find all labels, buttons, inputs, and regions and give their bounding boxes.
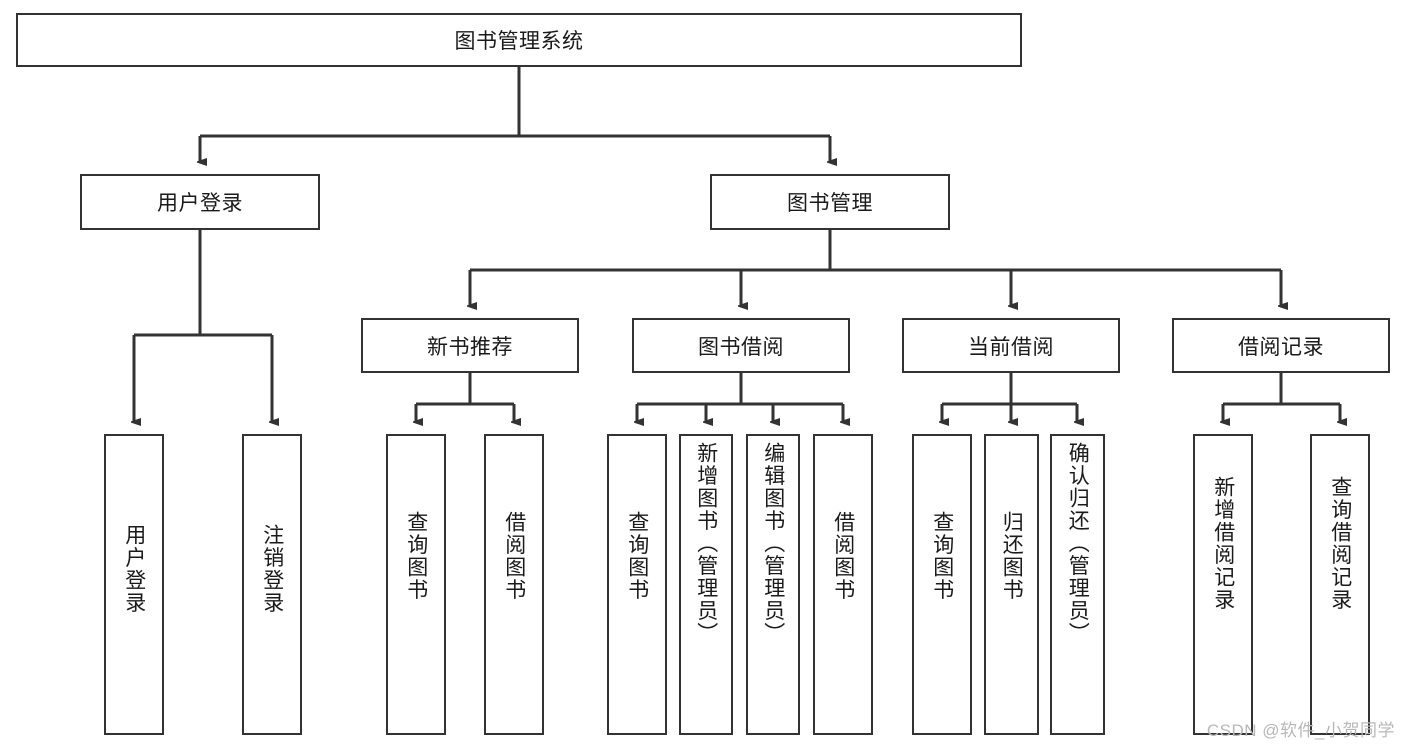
node-leaf-add-borrow-record-label: 新增借阅记录 <box>1211 476 1235 611</box>
node-leaf-edit-book-admin-label: 编辑图书（管理员） <box>761 442 785 645</box>
node-new-book-recommend[interactable]: 新书推荐 <box>361 318 579 373</box>
node-root[interactable]: 图书管理系统 <box>16 13 1022 67</box>
node-leaf-borrow-book[interactable]: 借阅图书 <box>813 434 873 735</box>
node-leaf-query-book-current[interactable]: 查询图书 <box>912 434 972 735</box>
node-book-manage[interactable]: 图书管理 <box>710 174 950 230</box>
node-leaf-add-book-admin-label: 新增图书（管理员） <box>694 442 718 645</box>
node-leaf-return-book-label: 归还图书 <box>1000 511 1024 601</box>
node-borrow-record-label: 借阅记录 <box>1238 335 1324 359</box>
node-leaf-return-book[interactable]: 归还图书 <box>984 434 1039 735</box>
node-root-label: 图书管理系统 <box>454 30 584 53</box>
node-leaf-borrow-book-rec[interactable]: 借阅图书 <box>484 434 544 735</box>
node-leaf-user-logout-label: 注销登录 <box>260 524 284 614</box>
node-leaf-borrow-book-rec-label: 借阅图书 <box>502 511 526 601</box>
node-leaf-query-book-rec-label: 查询图书 <box>404 511 428 601</box>
node-new-book-recommend-label: 新书推荐 <box>427 335 513 359</box>
node-leaf-query-book-current-label: 查询图书 <box>930 511 954 601</box>
node-leaf-query-borrow-record[interactable]: 查询借阅记录 <box>1310 434 1370 735</box>
node-leaf-edit-book-admin[interactable]: 编辑图书（管理员） <box>746 434 800 735</box>
node-leaf-query-book-rec[interactable]: 查询图书 <box>386 434 446 735</box>
node-book-borrow[interactable]: 图书借阅 <box>632 318 850 373</box>
node-leaf-query-book-borrow[interactable]: 查询图书 <box>607 434 667 735</box>
node-book-manage-label: 图书管理 <box>787 192 873 215</box>
watermark: CSDN @软件_小贺同学 <box>1206 721 1395 740</box>
node-user-login[interactable]: 用户登录 <box>80 174 320 230</box>
node-leaf-query-borrow-record-label: 查询借阅记录 <box>1328 476 1352 611</box>
node-leaf-add-borrow-record[interactable]: 新增借阅记录 <box>1193 434 1253 735</box>
node-leaf-add-book-admin[interactable]: 新增图书（管理员） <box>679 434 733 735</box>
node-current-borrow[interactable]: 当前借阅 <box>902 318 1120 373</box>
node-leaf-query-book-borrow-label: 查询图书 <box>625 511 649 601</box>
node-borrow-record[interactable]: 借阅记录 <box>1172 318 1390 373</box>
node-leaf-confirm-return-admin[interactable]: 确认归还（管理员） <box>1050 434 1105 735</box>
node-leaf-confirm-return-admin-label: 确认归还（管理员） <box>1066 442 1090 645</box>
node-leaf-user-login-label: 用户登录 <box>122 524 146 614</box>
node-leaf-user-logout[interactable]: 注销登录 <box>242 434 302 735</box>
node-book-borrow-label: 图书借阅 <box>698 335 784 359</box>
node-leaf-borrow-book-label: 借阅图书 <box>831 511 855 601</box>
node-current-borrow-label: 当前借阅 <box>968 335 1054 359</box>
node-leaf-user-login[interactable]: 用户登录 <box>104 434 164 735</box>
node-user-login-label: 用户登录 <box>157 192 243 215</box>
